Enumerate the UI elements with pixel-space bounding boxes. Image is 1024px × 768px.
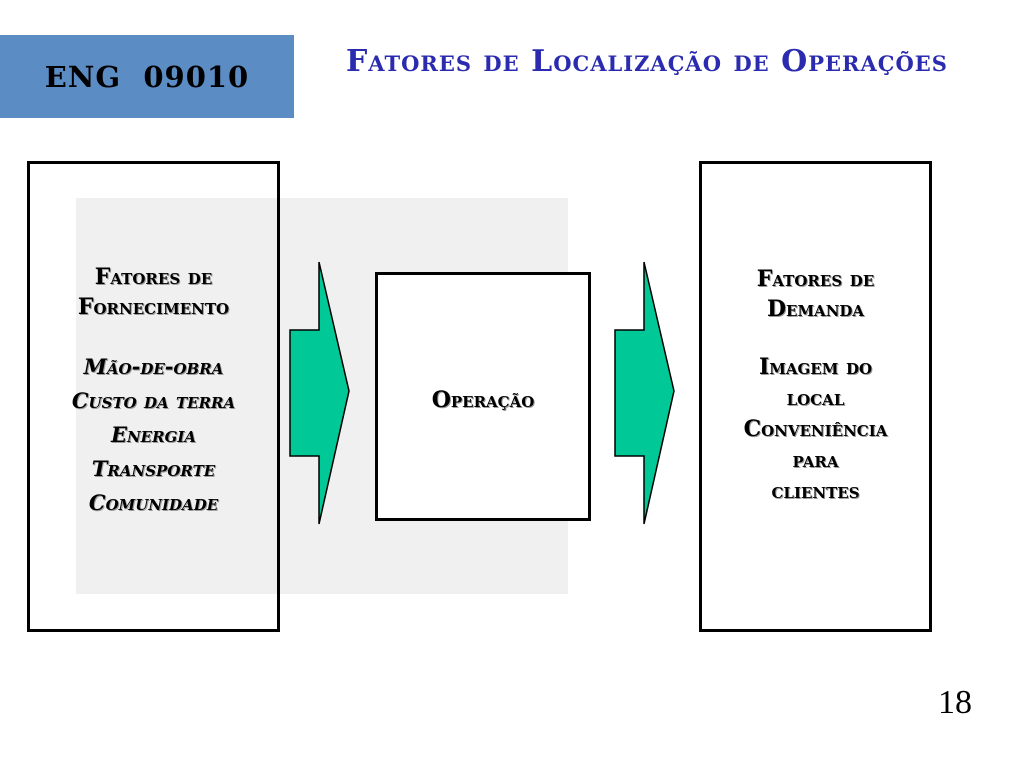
- supply-factor-item: Mão-de-obra: [83, 354, 224, 379]
- supply-factor-list: Mão-de-obra Custo da terra Energia Trans…: [30, 350, 277, 520]
- course-code: ENG 09010: [44, 59, 250, 94]
- demand-factor-item: Conveniência: [743, 416, 888, 442]
- demand-factor-list: Imagem do local Conveniência para client…: [702, 352, 929, 507]
- demand-heading-line-1: Fatores de: [756, 266, 875, 292]
- demand-factor-item: Imagem do: [758, 354, 873, 380]
- supply-factor-item: Comunidade: [88, 490, 219, 515]
- flow-arrow-supply-to-operation: [289, 261, 350, 525]
- course-code-badge: ENG 09010: [0, 35, 294, 118]
- supply-factor-item: Energia: [110, 422, 197, 447]
- supply-heading-line-1: Fatores de: [94, 264, 213, 290]
- demand-factors-content: Fatores de Demanda Imagem do local Conve…: [702, 264, 929, 507]
- demand-factor-item: local: [786, 385, 845, 411]
- supply-heading-line-2: Fornecimento: [77, 294, 230, 320]
- demand-heading-line-2: Demanda: [766, 296, 865, 322]
- supply-factor-item: Custo da terra: [71, 388, 236, 413]
- supply-factor-item: Transporte: [91, 456, 216, 481]
- page-number: 18: [938, 684, 972, 721]
- demand-factor-item: para: [792, 447, 839, 473]
- operation-label: Operação: [431, 387, 535, 413]
- supply-factors-content: Fatores de Fornecimento Mão-de-obra Cust…: [30, 262, 277, 520]
- demand-factors-box: Fatores de Demanda Imagem do local Conve…: [699, 161, 932, 632]
- arrow-shape: [289, 261, 350, 525]
- supply-factors-box: Fatores de Fornecimento Mão-de-obra Cust…: [27, 161, 280, 632]
- flow-arrow-operation-to-demand: [614, 261, 675, 525]
- operation-box: Operação: [375, 272, 591, 521]
- arrow-shape: [614, 261, 675, 525]
- demand-factor-item: clientes: [771, 478, 860, 504]
- slide-title: Fatores de Localização de Operações: [346, 44, 948, 79]
